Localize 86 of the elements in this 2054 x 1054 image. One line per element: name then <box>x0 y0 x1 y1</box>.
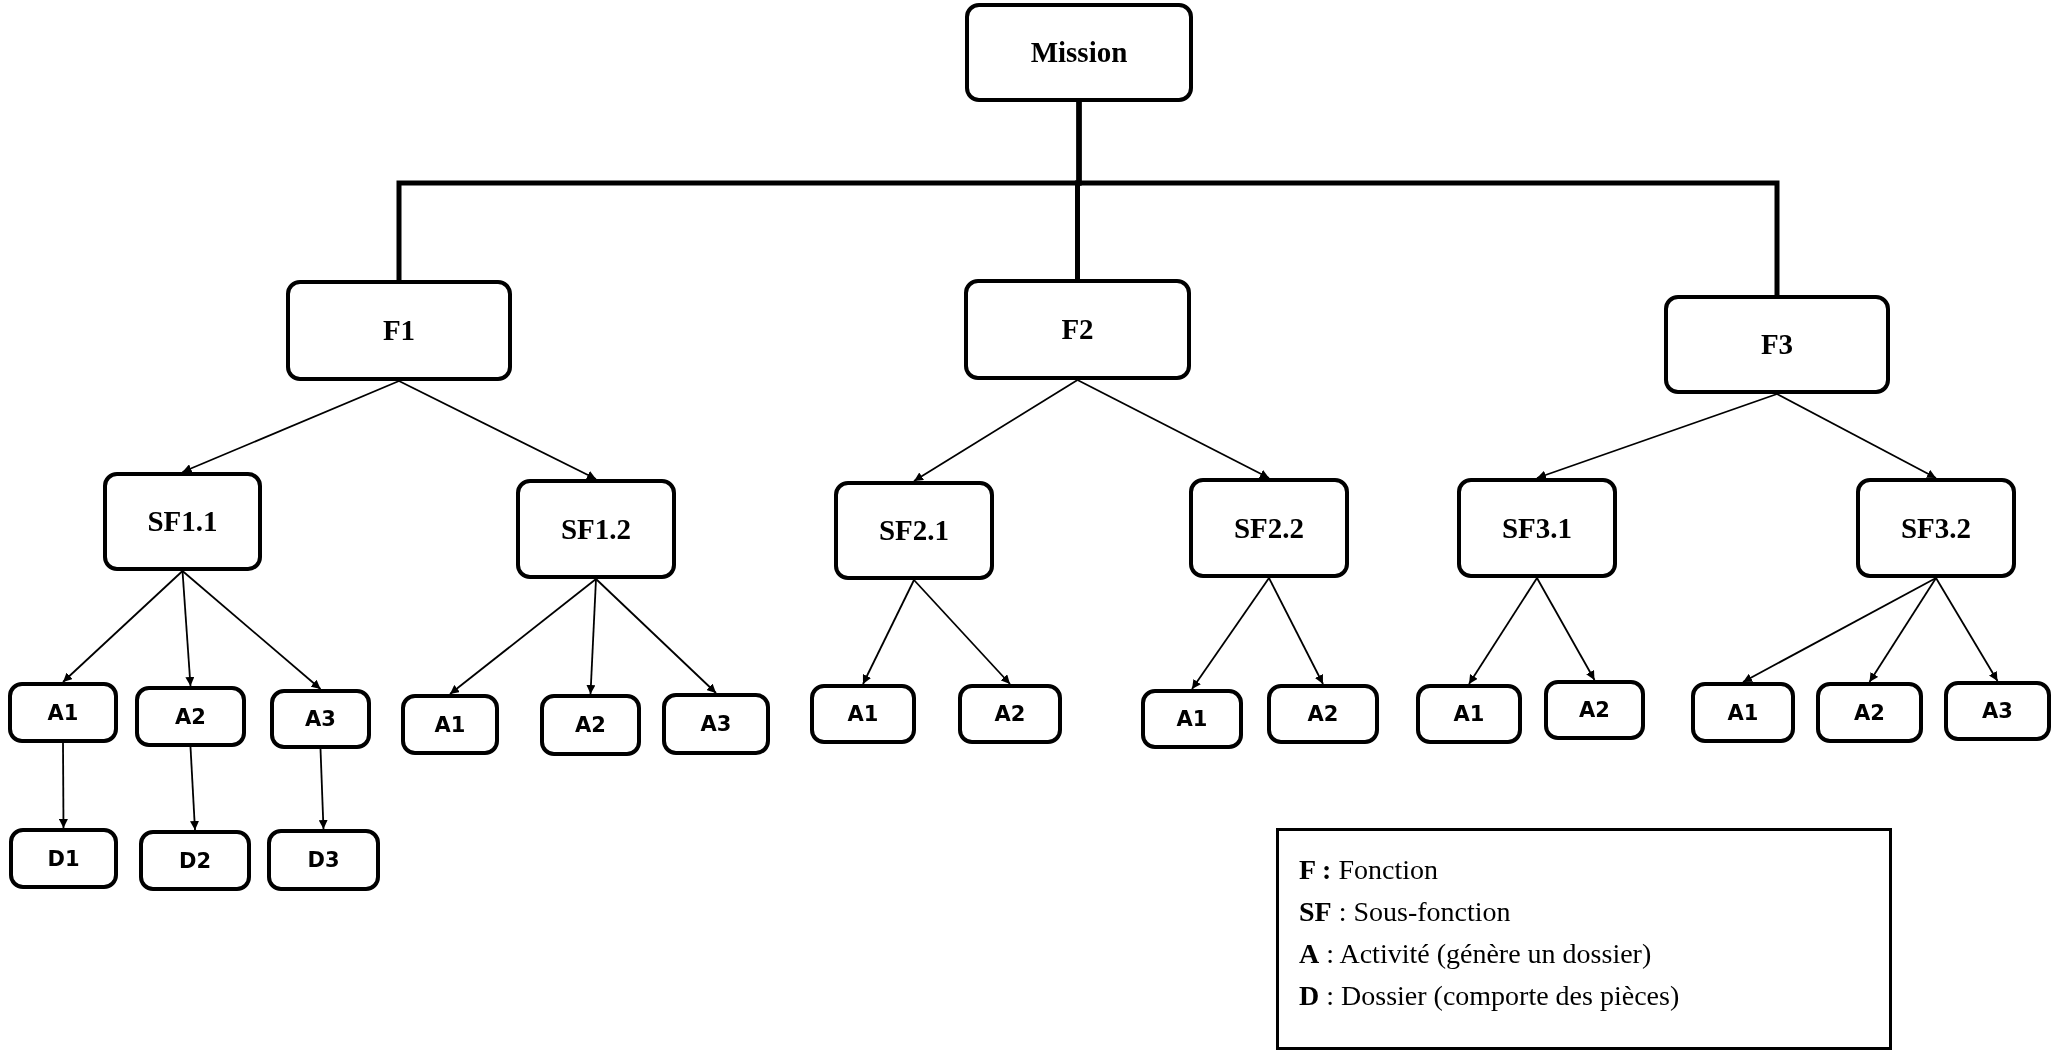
rounded-box <box>1544 680 1645 740</box>
node-label: A3 <box>1982 699 2013 723</box>
node-label: D3 <box>307 848 340 872</box>
node-label: A1 <box>47 700 79 725</box>
arrow <box>1268 577 1324 685</box>
node-label: A2 <box>1579 698 1610 722</box>
arrow <box>913 579 1011 685</box>
node-label: A2 <box>1854 700 1885 725</box>
node-label: A1 <box>1453 702 1485 726</box>
rounded-box <box>103 472 262 571</box>
node-label: F1 <box>382 314 416 347</box>
node-label: A1 <box>847 702 879 726</box>
node-label: SF2.2 <box>1233 511 1305 545</box>
arrow <box>913 379 1079 482</box>
legend-box <box>1276 828 1892 1050</box>
node-label: A2 <box>175 704 206 729</box>
arrow <box>181 570 322 690</box>
rounded-box <box>516 479 676 579</box>
arrow <box>1776 393 1937 479</box>
node-label: SF3.2 <box>1900 511 1972 545</box>
arrow <box>1536 393 1778 480</box>
node-label: A3 <box>305 707 336 731</box>
node-label: F3 <box>1760 328 1794 361</box>
arrow <box>862 579 915 685</box>
rounded-box <box>958 684 1062 744</box>
legend-entry: SF : Sous-fonction <box>1299 895 1512 929</box>
arrow <box>1536 577 1596 681</box>
rounded-box <box>8 682 118 743</box>
arrow <box>318 748 328 830</box>
arrow <box>189 746 199 831</box>
node-label: A1 <box>434 712 466 737</box>
arrow <box>62 570 184 683</box>
rounded-box <box>1457 478 1617 578</box>
node-label: A2 <box>575 713 606 737</box>
arrow <box>181 380 400 473</box>
arrow <box>1076 379 1270 479</box>
rounded-box <box>1416 684 1522 744</box>
arrow <box>1468 577 1538 685</box>
node-label: SF2.1 <box>878 514 950 547</box>
node-label: D2 <box>178 848 211 873</box>
node-label: SF1.1 <box>147 505 218 538</box>
rounded-box <box>810 684 916 744</box>
rounded-box <box>1189 478 1349 578</box>
rounded-box <box>834 481 994 580</box>
rounded-box <box>1664 295 1890 394</box>
arrow <box>398 380 597 480</box>
node-label: Mission <box>1030 36 1128 69</box>
node-label: A2 <box>994 702 1026 726</box>
rounded-box <box>401 694 499 755</box>
rounded-box <box>267 829 380 891</box>
arrow <box>449 578 597 695</box>
arrow <box>1935 577 1999 682</box>
node-label: SF1.2 <box>560 512 632 546</box>
rounded-box <box>286 280 512 381</box>
rounded-box <box>1691 682 1795 743</box>
rounded-box <box>1944 681 2051 741</box>
rounded-box <box>1856 478 2016 578</box>
rounded-box <box>964 279 1191 380</box>
arrow <box>1868 577 1937 683</box>
legend-entry: A : Activité (génère un dossier) <box>1299 937 1653 971</box>
rounded-box <box>270 689 371 749</box>
node-label: SF3.1 <box>1501 511 1573 545</box>
node-label: F2 <box>1061 313 1094 346</box>
rounded-box <box>9 828 118 889</box>
arrow <box>181 570 195 687</box>
rounded-box <box>965 3 1193 102</box>
rounded-box <box>135 686 246 747</box>
connector-line <box>1076 102 1780 295</box>
arrow <box>1742 577 1937 683</box>
node-label: A2 <box>1307 702 1339 726</box>
arrow <box>586 578 597 695</box>
rounded-box <box>1816 682 1923 743</box>
arrow <box>1191 577 1270 690</box>
arrow <box>595 578 717 694</box>
legend-entry: F : Fonction <box>1299 853 1439 887</box>
arrow <box>58 742 68 829</box>
rounded-box <box>540 694 641 756</box>
rounded-box <box>1267 684 1379 744</box>
node-label: D1 <box>47 846 80 871</box>
node-label: A1 <box>1176 707 1208 731</box>
rounded-box <box>139 830 251 891</box>
rounded-box <box>662 693 770 755</box>
node-label: A3 <box>700 712 732 736</box>
rounded-box <box>1141 689 1243 749</box>
legend-entry: D : Dossier (comporte des pièces) <box>1299 979 1681 1013</box>
node-label: A1 <box>1727 700 1759 725</box>
